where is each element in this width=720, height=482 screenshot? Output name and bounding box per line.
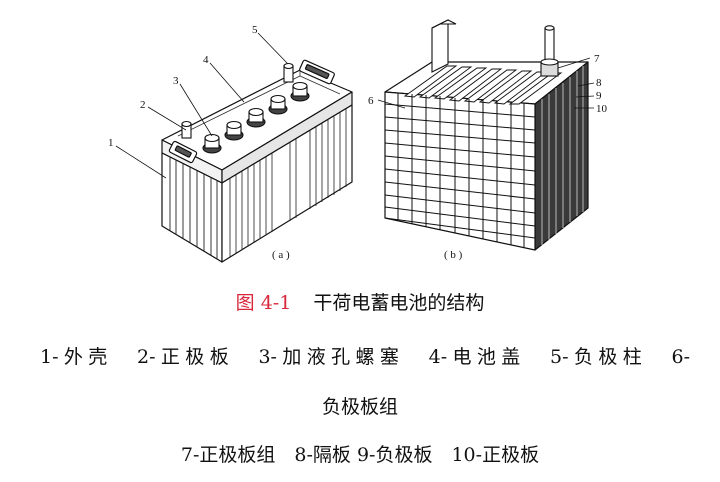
left-plate-lug (431, 19, 457, 73)
filler-plug-4 (268, 94, 288, 115)
callout-4: 4 (203, 54, 209, 66)
callout-8: 8 (596, 77, 602, 89)
filler-plug-3 (246, 107, 266, 128)
legend-line-2: 负极板组 (321, 396, 398, 418)
subfigure-b-label: ( b ) (444, 249, 463, 261)
callout-10: 10 (596, 103, 608, 115)
callout-7: 7 (594, 53, 600, 65)
callout-5: 5 (252, 24, 258, 36)
battery-case-side (221, 104, 353, 263)
figure-title: 干荷电蓄电池的结构 (313, 292, 485, 314)
filler-plug-5 (290, 81, 310, 102)
callout-2: 2 (140, 99, 146, 111)
plate-terminal-post (540, 25, 559, 77)
case-ribs-side (229, 109, 347, 257)
plate-grid-lines (384, 93, 536, 248)
figure-caption: 图 4-1 干荷电蓄电池的结构 (0, 288, 720, 315)
negative-terminal-post (283, 62, 294, 83)
callout-lines-b (377, 57, 595, 109)
figure-number: 图 4-1 (235, 292, 292, 314)
legend-line-3: 7-正极板组 8-隔板 9-负极板 10-正极板 (180, 444, 540, 466)
legend-line-1: 1-外壳 2-正极板 3-加液孔螺塞 4-电池盖 5-负极柱 6- (40, 346, 690, 368)
case-ribs-front (169, 157, 218, 259)
battery-structure-figure: 1 2 3 4 5 ( a ) (108, 19, 608, 263)
callout-9: 9 (596, 90, 602, 102)
callout-3: 3 (173, 75, 179, 87)
filler-plug-1 (202, 133, 222, 154)
filler-plug-2 (224, 120, 244, 141)
filler-plugs (202, 81, 310, 154)
plate-side-edges (541, 66, 584, 245)
battery-handle-right (299, 59, 335, 85)
subfigure-a-label: ( a ) (272, 249, 290, 261)
callout-6: 6 (368, 95, 374, 107)
plate-top-strips (403, 65, 563, 105)
positive-terminal-post (181, 120, 192, 139)
battery-handle-left (168, 140, 198, 164)
battery-exterior-drawing (161, 69, 353, 263)
callout-1: 1 (108, 137, 114, 149)
callout-lines-a (115, 32, 289, 179)
